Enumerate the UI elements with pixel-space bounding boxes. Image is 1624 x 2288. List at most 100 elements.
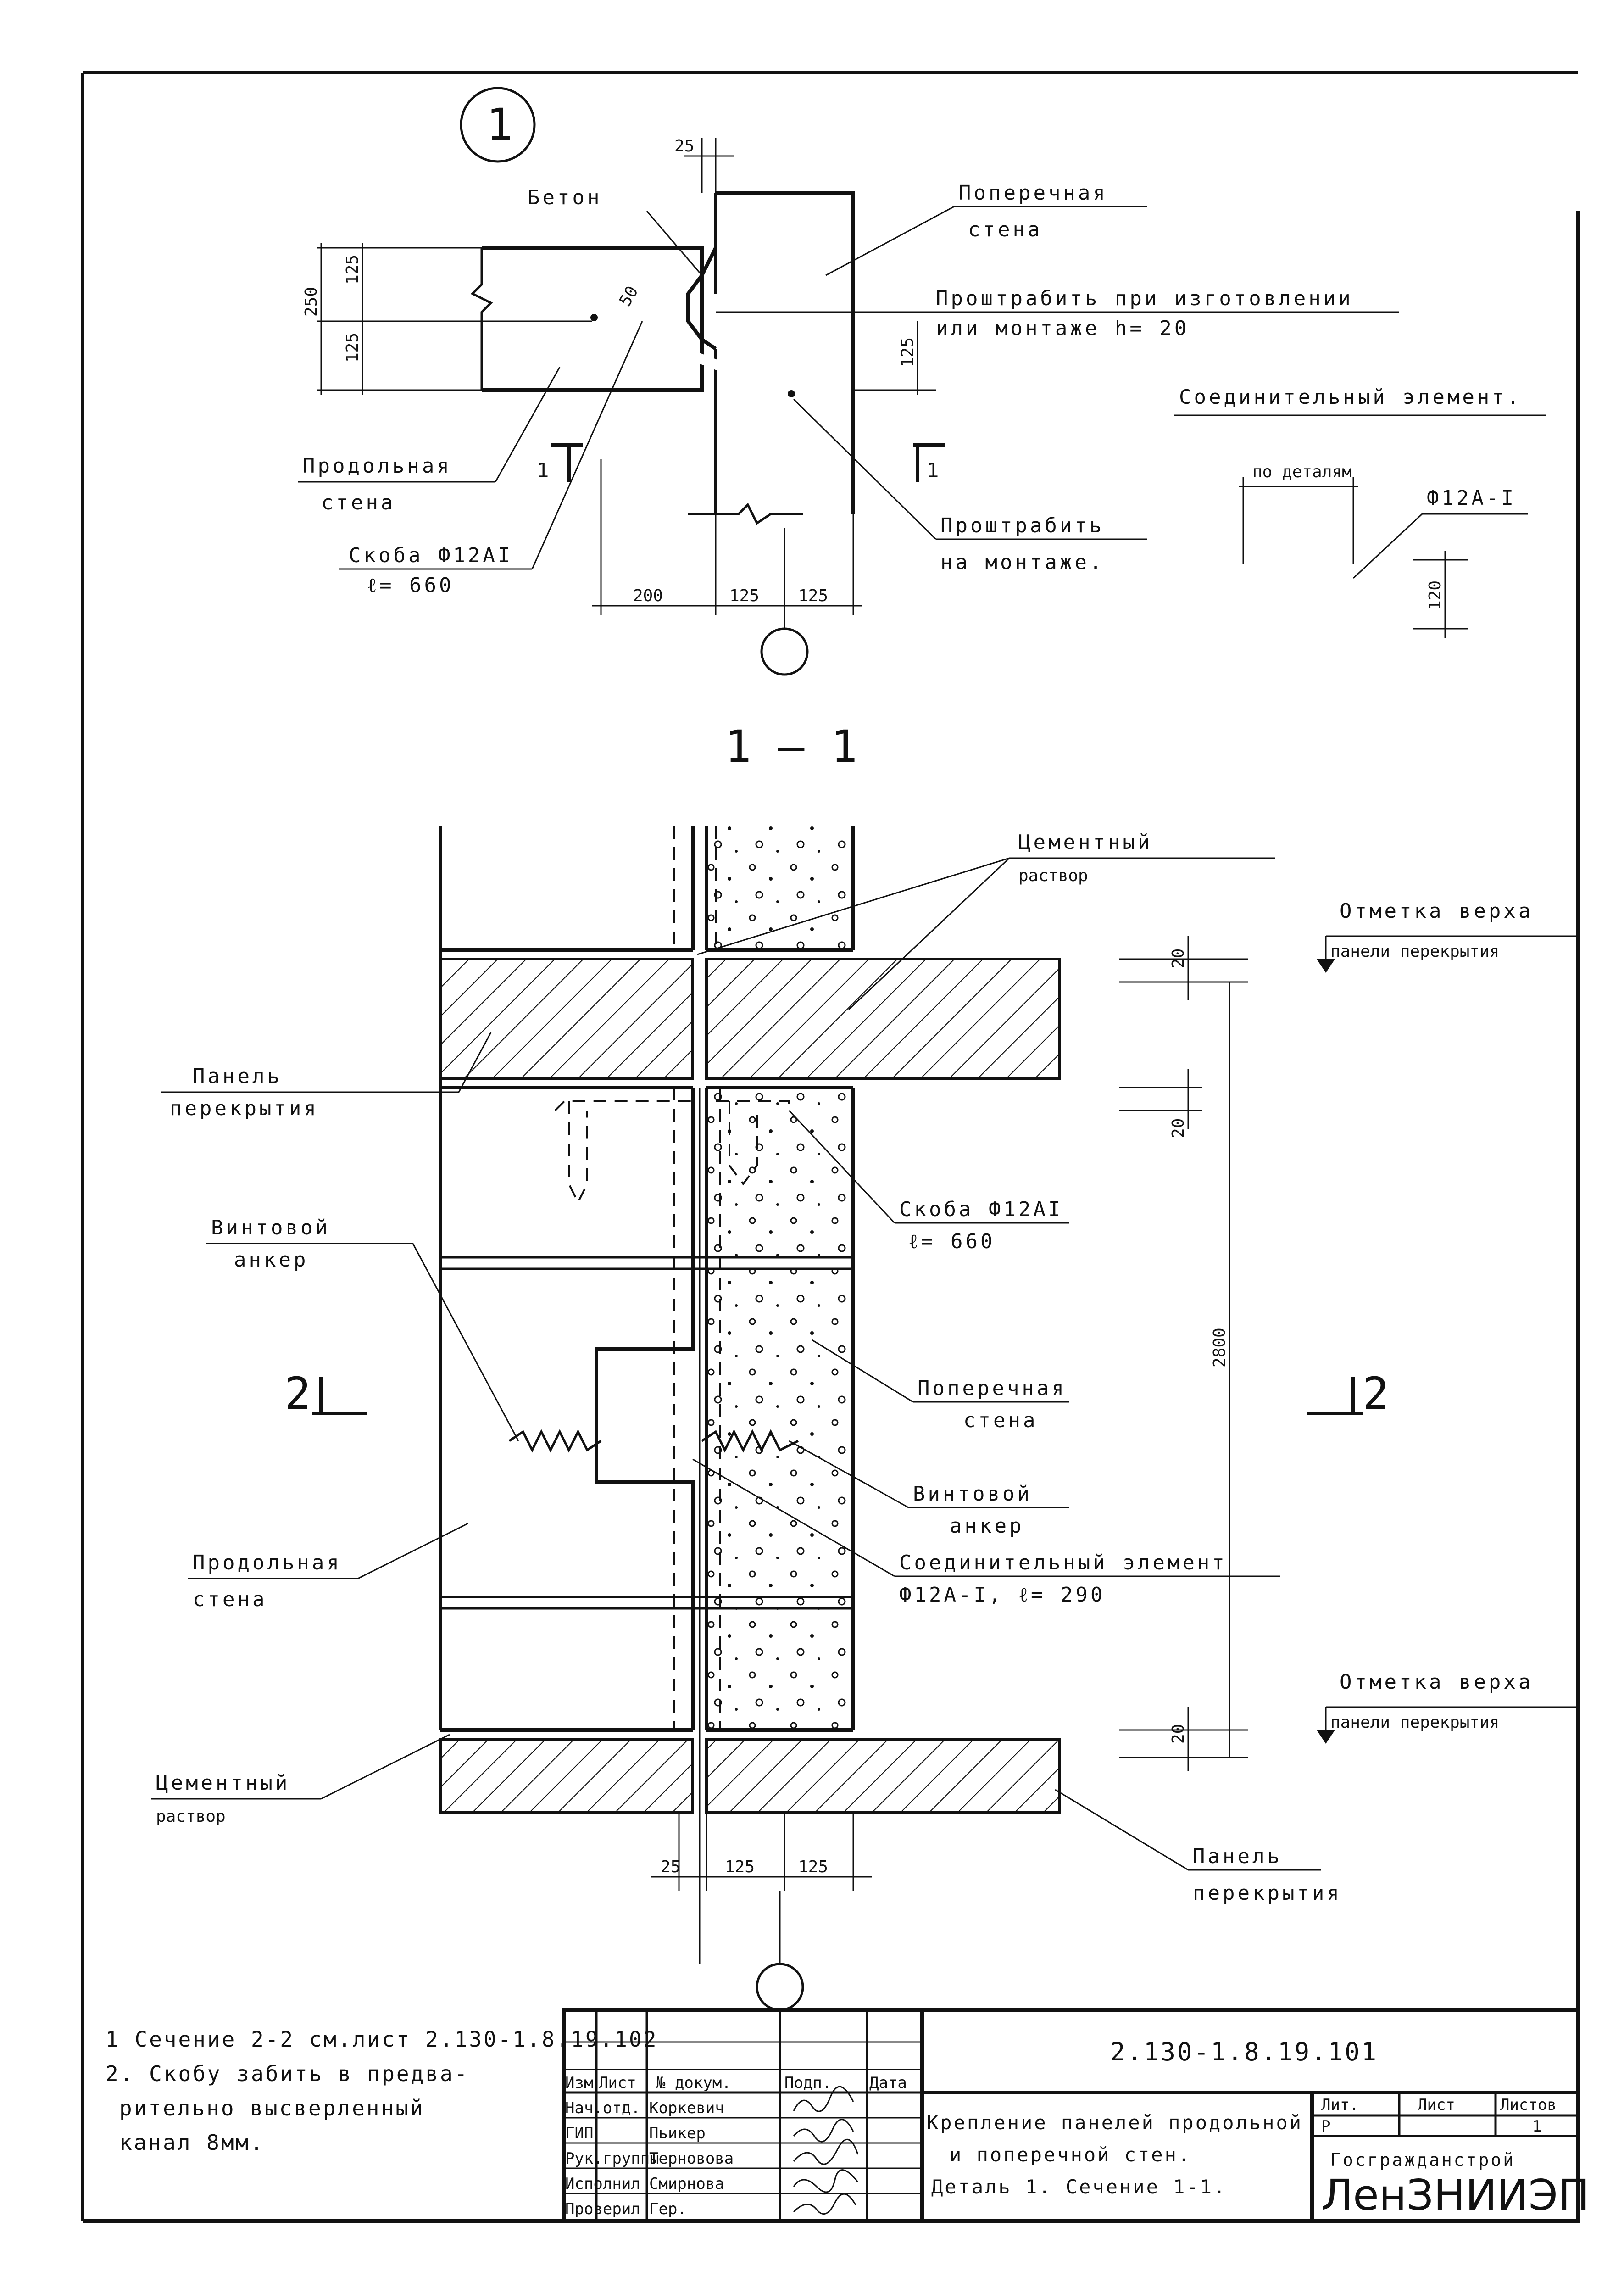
- dim-bottom-125-b: 125: [798, 1858, 828, 1876]
- label-level-top-2: панели перекрытия: [1330, 942, 1499, 961]
- note-2c: канал 8мм.: [119, 2130, 265, 2155]
- tb-role-1: Нач.отд.: [565, 2099, 640, 2117]
- label-staple-2: ℓ= 660: [367, 574, 454, 597]
- label-section-staple-2: ℓ= 660: [908, 1230, 996, 1253]
- section-mark-2-right: 2: [1363, 1368, 1389, 1419]
- section-mark-2-left: 2: [284, 1368, 311, 1419]
- label-groove-mounting-2: на монтаже.: [940, 551, 1104, 574]
- section-title: 1 — 1: [725, 721, 857, 772]
- detail-1-plan: 1 250 125 125 125 25 50: [298, 87, 1399, 676]
- dim-50: 50: [616, 283, 642, 309]
- connector-dim-120: 120: [1426, 580, 1445, 610]
- drawing-code: 2.130-1.8.19.101: [1110, 2037, 1378, 2066]
- dim-20-a: 20: [1169, 949, 1188, 968]
- label-longitudinal-wall-1: Продольная: [303, 454, 452, 478]
- label-groove-manufacturing-2: или монтаже h= 20: [936, 317, 1189, 340]
- label-screw-left-2: анкер: [234, 1248, 308, 1272]
- label-groove-manufacturing-1: Проштрабить при изготовлении: [936, 287, 1353, 310]
- dim-125-b: 125: [343, 333, 362, 363]
- label-level-bottom-1: Отметка верха: [1340, 1670, 1533, 1694]
- tb-header-doc: № докум.: [656, 2074, 731, 2092]
- tb-listov-value: 1: [1532, 2117, 1541, 2136]
- dim-bottom-25: 25: [661, 1858, 680, 1876]
- dim-250: 250: [302, 287, 321, 317]
- label-panel-left-2: перекрытия: [170, 1097, 319, 1120]
- floor-panel-bottom-left: [439, 1738, 694, 1814]
- connector-title: Соединительный элемент.: [1179, 385, 1522, 409]
- detail-mark-circle: [460, 87, 536, 163]
- transverse-wall-plan: [716, 191, 855, 514]
- tb-header-izm: Изм: [565, 2074, 593, 2092]
- longitudinal-wall-plan: [482, 246, 704, 392]
- tb-header-date: Дата: [869, 2074, 907, 2092]
- tb-role-3: Рук.группы: [565, 2149, 659, 2168]
- tb-header-sign: Подп.: [784, 2074, 831, 2092]
- tb-header-list: Лист: [599, 2074, 636, 2092]
- tb-list-header: Лист: [1418, 2096, 1455, 2114]
- section-mark-left: 1: [537, 459, 552, 482]
- label-level-bottom-2: панели перекрытия: [1330, 1713, 1499, 1732]
- label-cement-bottom-2: раствор: [156, 1807, 226, 1826]
- section-mark-right: 1: [927, 459, 942, 482]
- label-panel-right-1: Панель: [1193, 1845, 1282, 1868]
- tb-name-3: Терновова: [649, 2149, 734, 2168]
- section-1-1: 20 20 20 2800 Отметка верха панели перек…: [151, 826, 1578, 2011]
- connector-spec: Ф12А-I: [1427, 486, 1516, 510]
- tb-role-4: Исполнил: [565, 2175, 640, 2193]
- title-block: 2.130-1.8.19.101 Изм Лист № докум. Подп.…: [562, 2008, 1590, 2223]
- dim-20-b: 20: [1169, 1118, 1188, 1138]
- tb-role-2: ГИП: [565, 2124, 593, 2143]
- tb-name-2: Пьикер: [649, 2124, 706, 2143]
- dim-2800: 2800: [1210, 1328, 1229, 1367]
- label-section-transverse-1: Поперечная: [918, 1377, 1067, 1400]
- label-transverse-wall-1: Поперечная: [959, 181, 1108, 205]
- tb-role-5: Проверил: [565, 2200, 640, 2218]
- dim-200: 200: [633, 586, 663, 605]
- label-section-longitudinal-1: Продольная: [193, 1551, 342, 1574]
- tb-name-4: Смирнова: [649, 2175, 724, 2193]
- note-2b: рительно высверленный: [119, 2096, 425, 2121]
- label-longitudinal-wall-2: стена: [321, 491, 395, 514]
- dim-125-c: 125: [898, 337, 917, 367]
- label-cement-top-2: раствор: [1018, 866, 1088, 885]
- tb-title-1: Крепление панелей продольной: [927, 2111, 1303, 2134]
- label-panel-right-2: перекрытия: [1193, 1881, 1342, 1905]
- label-transverse-wall-2: стена: [968, 218, 1042, 241]
- label-screw-left-1: Винтовой: [211, 1216, 330, 1239]
- label-section-transverse-2: стена: [963, 1409, 1038, 1432]
- floor-panel-top-right: [705, 958, 1061, 1080]
- tb-lit-value: Р: [1321, 2117, 1330, 2136]
- tb-org-1: Госгражданстрой: [1330, 2150, 1515, 2170]
- dim-125-e: 125: [798, 586, 828, 605]
- tb-name-5: Гер.: [649, 2200, 687, 2218]
- connector-po-detalyam: по деталям: [1252, 463, 1352, 481]
- label-panel-left-1: Панель: [193, 1065, 282, 1088]
- tb-name-1: Коркевич: [649, 2099, 724, 2117]
- signatures: [793, 2086, 859, 2215]
- dim-bottom-125-a: 125: [725, 1858, 755, 1876]
- tb-title-3: Деталь 1. Сечение 1-1.: [931, 2176, 1227, 2198]
- label-screw-right-1: Винтовой: [913, 1482, 1032, 1506]
- tb-org-2: ЛенЗНИИЭП: [1321, 2171, 1590, 2220]
- label-cement-bottom-1: Цементный: [156, 1771, 290, 1795]
- dim-25: 25: [674, 137, 694, 156]
- tb-title-2: и поперечной стен.: [950, 2143, 1191, 2166]
- tb-lit-header: Лит.: [1321, 2096, 1359, 2114]
- label-section-connector-1: Соединительный элемент: [899, 1551, 1227, 1574]
- label-section-staple-1: Скоба Ф12АI: [899, 1198, 1063, 1221]
- dim-125-a: 125: [343, 255, 362, 285]
- floor-panel-bottom-right: [705, 1738, 1061, 1814]
- label-section-longitudinal-2: стена: [193, 1588, 267, 1611]
- label-groove-mounting-1: Проштрабить: [940, 514, 1104, 537]
- tb-listov-header: Листов: [1500, 2096, 1557, 2114]
- floor-panel-top-left: [439, 958, 694, 1080]
- label-staple-1: Скоба Ф12АI: [349, 544, 512, 567]
- dim-20-c: 20: [1169, 1724, 1188, 1744]
- label-level-top-1: Отметка верха: [1340, 899, 1533, 923]
- axis-marker-bottom: [756, 1963, 804, 2011]
- axis-marker-top: [760, 627, 809, 676]
- detail-mark: 1: [486, 99, 513, 151]
- dim-125-d: 125: [729, 586, 759, 605]
- connector-element: Соединительный элемент. по деталям Ф12А-…: [1174, 385, 1546, 638]
